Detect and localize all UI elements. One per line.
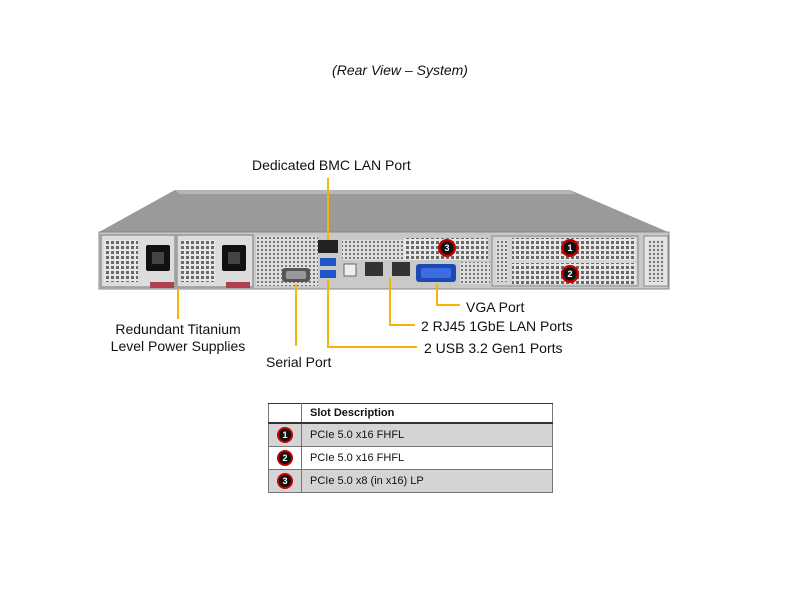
slot-marker-2: 2 bbox=[561, 265, 579, 283]
leader-rj45-horizontal bbox=[389, 324, 415, 326]
table-header-number bbox=[268, 403, 302, 424]
leader-vga-horizontal bbox=[436, 304, 460, 306]
leader-vga-vertical bbox=[436, 284, 438, 306]
lan-port-1 bbox=[365, 262, 383, 276]
usb-port-1 bbox=[320, 258, 336, 266]
lan-port-2 bbox=[392, 262, 410, 276]
slot-description-table: Slot Description 1 PCIe 5.0 x16 FHFL 2 P… bbox=[268, 403, 553, 493]
leader-lines bbox=[177, 178, 460, 348]
slot-marker-1-label: 1 bbox=[567, 243, 572, 253]
slot-badge-1: 1 bbox=[277, 427, 293, 443]
callout-serial-port: Serial Port bbox=[266, 354, 332, 370]
slot-description-cell: PCIe 5.0 x16 FHFL bbox=[301, 423, 553, 447]
leader-rj45-vertical bbox=[389, 278, 391, 326]
callout-power-line-2: Level Power Supplies bbox=[110, 338, 246, 354]
callout-vga-port: VGA Port bbox=[466, 299, 525, 315]
slot-marker-2-label: 2 bbox=[567, 269, 572, 279]
leader-usb-vertical bbox=[327, 280, 329, 348]
bmc-lan-connector bbox=[318, 240, 338, 253]
slot-marker-1: 1 bbox=[561, 239, 579, 257]
usb-port-2 bbox=[320, 270, 336, 278]
slot-description-cell: PCIe 5.0 x16 FHFL bbox=[301, 446, 553, 470]
slot-marker-3-label: 3 bbox=[444, 243, 449, 253]
leader-serial bbox=[295, 284, 297, 346]
callout-power-supplies: Redundant Titanium Level Power Supplies bbox=[108, 321, 248, 355]
callout-bmc-lan-port: Dedicated BMC LAN Port bbox=[252, 157, 411, 173]
figure-caption: (Rear View – System) bbox=[332, 62, 468, 78]
power-supply-1 bbox=[100, 234, 176, 288]
slot-badge-3: 3 bbox=[277, 473, 293, 489]
callout-power-line-1: Redundant Titanium bbox=[115, 321, 241, 337]
leader-bmc bbox=[327, 178, 329, 240]
leader-power bbox=[177, 289, 179, 319]
callout-usb-ports: 2 USB 3.2 Gen1 Ports bbox=[424, 340, 563, 356]
slot-badge-2: 2 bbox=[277, 450, 293, 466]
power-supply-2 bbox=[176, 234, 254, 288]
leader-usb-horizontal bbox=[327, 346, 417, 348]
chassis-top-cover bbox=[99, 190, 668, 232]
table-row: 2 PCIe 5.0 x16 FHFL bbox=[268, 446, 553, 470]
table-header-slot-description: Slot Description bbox=[301, 403, 553, 424]
slot-description-cell: PCIe 5.0 x8 (in x16) LP bbox=[301, 469, 553, 493]
table-header-row: Slot Description bbox=[268, 403, 553, 424]
table-row: 3 PCIe 5.0 x8 (in x16) LP bbox=[268, 469, 553, 493]
table-row: 1 PCIe 5.0 x16 FHFL bbox=[268, 423, 553, 447]
callout-rj45-lan-ports: 2 RJ45 1GbE LAN Ports bbox=[421, 318, 573, 334]
slot-marker-3: 3 bbox=[438, 239, 456, 257]
